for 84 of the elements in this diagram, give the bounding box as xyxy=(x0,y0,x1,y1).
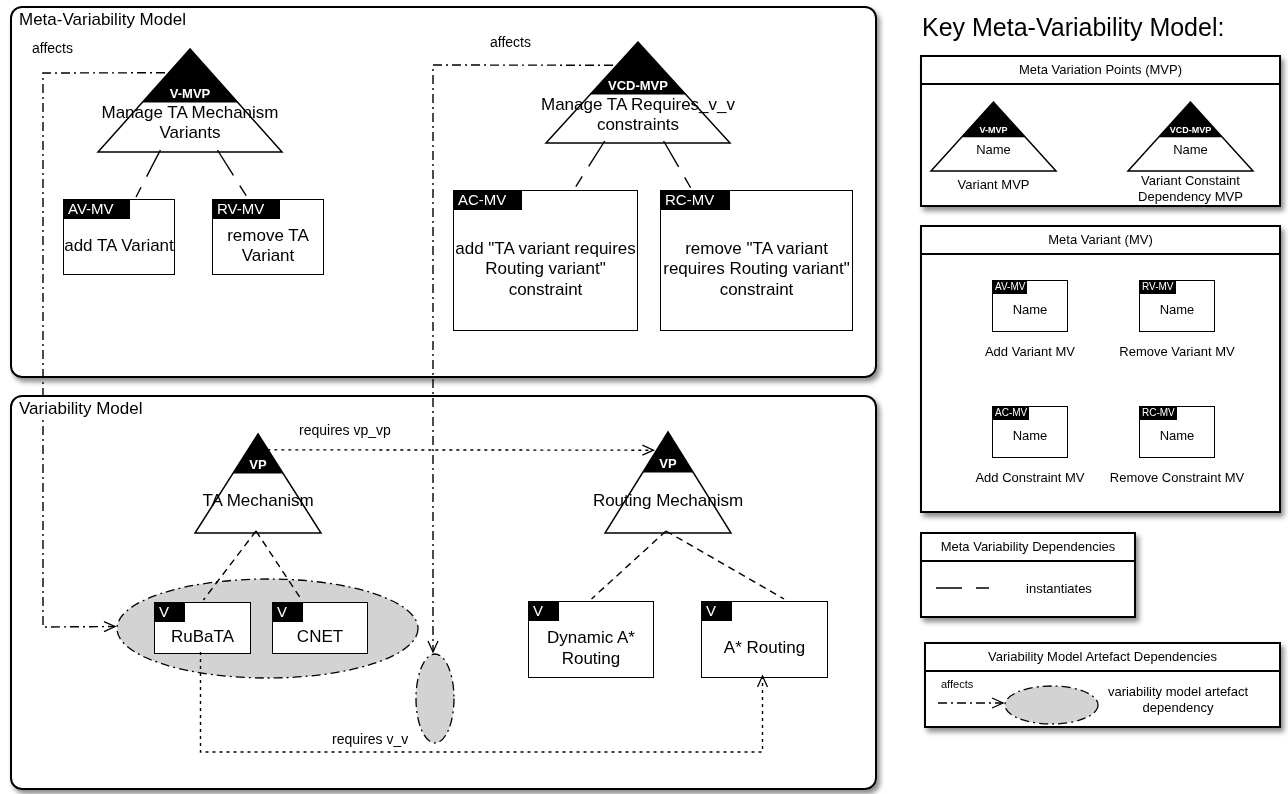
tag-label: VP xyxy=(248,456,268,474)
variant-box xyxy=(272,602,368,654)
key-title: Key Meta-Variability Model: xyxy=(922,12,1225,43)
connector xyxy=(202,530,257,601)
variation-point-triangle xyxy=(931,102,1056,171)
dependency-ellipse xyxy=(416,654,454,743)
connector xyxy=(574,140,606,189)
tag-label: RC-MV xyxy=(661,191,731,210)
node-label: add TA Variant xyxy=(64,235,174,257)
tag-label: V xyxy=(273,603,303,622)
panel-heading: Meta Variation Points (MVP) xyxy=(922,57,1279,85)
panel-heading: Variability Model Artefact Dependencies xyxy=(926,644,1279,672)
node-label: A* Routing xyxy=(723,638,806,659)
tag-label: V-MVP xyxy=(978,124,1009,138)
variant-box xyxy=(453,190,638,331)
connector xyxy=(937,697,1004,709)
node-label: Name xyxy=(1012,302,1048,318)
connector xyxy=(42,72,166,633)
edge-label: requires v_v xyxy=(330,731,411,749)
tag-label: V xyxy=(155,603,185,622)
node-label: add "TA variant requires Routing variant" constraint xyxy=(454,238,637,301)
key-panel xyxy=(920,225,1281,513)
tag-label: RV-MV xyxy=(1140,281,1176,294)
node-label: Name xyxy=(1159,302,1195,318)
tag-label: V xyxy=(702,602,732,621)
model-panel xyxy=(10,6,877,378)
tag-label: VP xyxy=(658,455,678,473)
edge-label: requires vp_vp xyxy=(297,422,393,440)
node-caption: Remove Variant MV xyxy=(1118,344,1236,361)
node-caption: Add Variant MV xyxy=(983,344,1077,361)
tag-label: AC-MV xyxy=(454,191,523,210)
connector xyxy=(590,530,667,600)
variant-box xyxy=(992,280,1068,332)
variant-box xyxy=(212,199,324,275)
connector xyxy=(665,530,785,600)
dependency-ellipse xyxy=(1005,686,1098,724)
tag-label: RC-MV xyxy=(1140,407,1177,420)
key-description: instantiates xyxy=(1025,581,1093,598)
connector xyxy=(135,149,162,198)
model-panel xyxy=(10,395,877,790)
node-label: remove "TA variant requires Routing variant" constraint xyxy=(662,238,851,301)
tag-label: RV-MV xyxy=(213,200,281,219)
node-caption: Remove Constraint MV xyxy=(1108,470,1246,487)
connector xyxy=(266,444,655,456)
node-caption: Variant MVP xyxy=(956,177,1031,194)
node-label: CNET xyxy=(296,626,344,648)
node-label: Name xyxy=(1159,428,1195,444)
tag-label: AC-MV xyxy=(993,407,1030,420)
connector xyxy=(216,149,248,198)
node-label: Dynamic A* Routing xyxy=(546,628,636,669)
variant-box xyxy=(992,406,1068,458)
node-label: Name xyxy=(975,142,1012,158)
connector xyxy=(199,651,769,753)
node-label: RuBaTA xyxy=(171,626,234,648)
variant-box xyxy=(1139,280,1215,332)
key-description: variability model artefact dependency xyxy=(1106,684,1250,717)
node-caption: Add Constraint MV xyxy=(974,470,1086,487)
node-label: Name xyxy=(1172,142,1209,158)
key-panel xyxy=(920,532,1136,618)
tag-label: V xyxy=(529,602,559,621)
node-label: Name xyxy=(1012,428,1048,444)
panel-heading: Meta Variability Dependencies xyxy=(922,534,1134,562)
variant-box xyxy=(660,190,853,331)
panel-heading: Meta Variant (MV) xyxy=(922,227,1279,255)
variation-point-triangle xyxy=(1128,102,1253,171)
tag-label: AV-MV xyxy=(64,200,130,219)
tag-label: VCD-MVP xyxy=(607,77,669,95)
variant-box xyxy=(63,199,175,275)
tag-label: V-MVP xyxy=(168,85,212,103)
dependency-ellipse xyxy=(117,579,418,678)
tag-label: AV-MV xyxy=(993,281,1028,294)
key-panel xyxy=(924,642,1281,728)
node-caption: Variant Constaint Dependency MVP xyxy=(1137,173,1244,206)
panel-title: Meta-Variability Model xyxy=(17,9,188,31)
connector xyxy=(662,140,692,189)
node-label: remove TA Variant xyxy=(226,225,310,267)
panel-title: Variability Model xyxy=(17,398,145,420)
variant-box xyxy=(154,602,251,654)
key-panel xyxy=(920,55,1281,207)
connector xyxy=(427,64,614,653)
variant-box xyxy=(701,601,828,678)
variant-box xyxy=(1139,406,1215,458)
tag-label: VCD-MVP xyxy=(1168,124,1213,138)
variant-box xyxy=(528,601,654,678)
